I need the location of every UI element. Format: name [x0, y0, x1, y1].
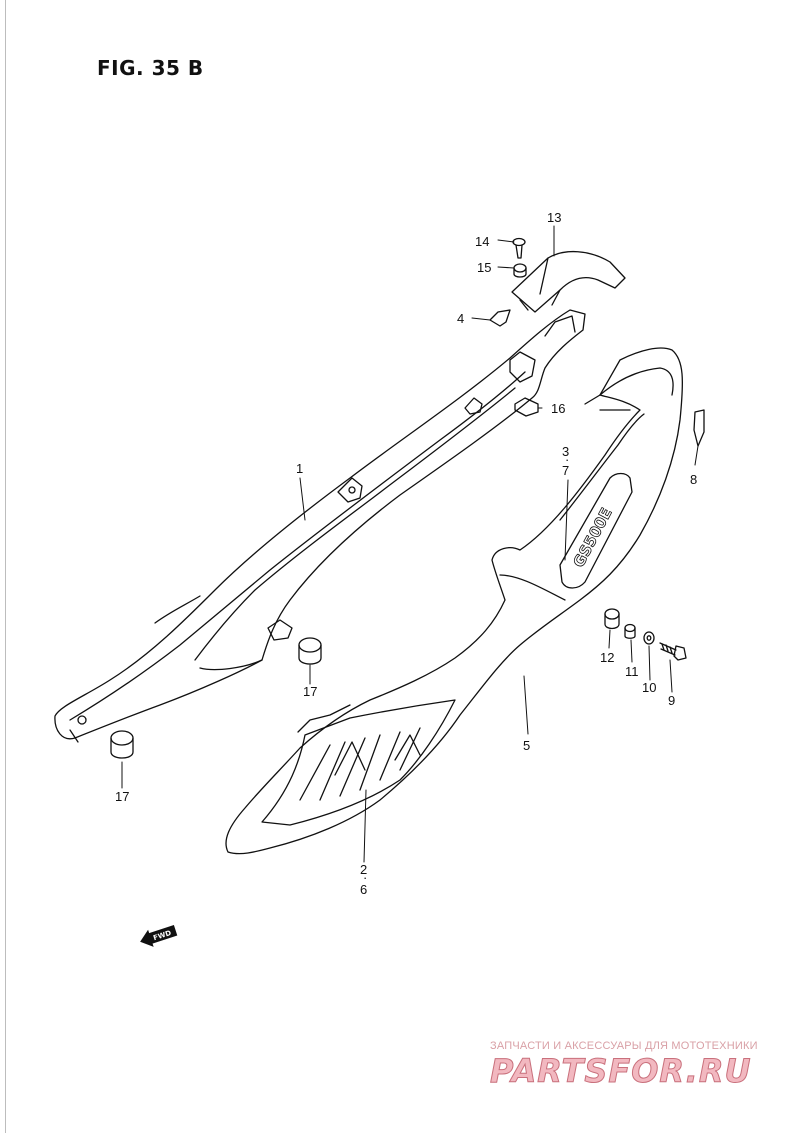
screw-14	[512, 237, 526, 259]
watermark-tagline: ЗАПЧАСТИ И АКСЕССУАРЫ ДЛЯ МОТОТЕХНИКИ	[490, 1040, 758, 1052]
left-frame-cover	[54, 309, 586, 743]
part-label-17-lower: 17	[115, 789, 129, 804]
part-label-5: 5	[523, 738, 530, 753]
part-label-16: 16	[551, 401, 565, 416]
leader-lines	[121, 225, 699, 863]
nut-16	[514, 397, 539, 417]
part-label-6: 6	[360, 882, 367, 897]
part-label-4: 4	[457, 311, 464, 326]
clip-4	[489, 309, 511, 327]
collar-11	[624, 623, 636, 639]
forward-arrow-icon: FWD	[140, 925, 178, 947]
part-label-9: 9	[668, 693, 675, 708]
grommet-15	[513, 263, 527, 278]
watermark-logo: PARTSFOR.RU	[490, 1052, 752, 1091]
grommet-12	[604, 608, 620, 630]
part-label-1: 1	[296, 461, 303, 476]
page-edge-rule	[5, 0, 6, 1133]
stripe-decal	[261, 699, 456, 826]
part-label-11: 11	[625, 664, 639, 679]
gs500e-decal: GS500E	[559, 472, 633, 589]
part-label-7: 7	[562, 463, 569, 478]
part-label-17-upper: 17	[303, 684, 317, 699]
part-label-2: 2	[360, 862, 367, 877]
part-label-3-7-dot: ·	[565, 452, 569, 467]
part-label-10: 10	[642, 680, 656, 695]
part-labels: 13 14 15 4 16 1 3 · 7 8 12 11 10 9 5 17 …	[115, 210, 697, 897]
bolt-9	[659, 642, 687, 661]
rear-bracket-13	[511, 250, 626, 313]
part-label-3: 3	[562, 444, 569, 459]
figure-title: FIG. 35 B	[97, 56, 204, 80]
part-label-13: 13	[547, 210, 561, 225]
part-label-8: 8	[690, 472, 697, 487]
part-label-12: 12	[600, 650, 614, 665]
right-side-cover	[225, 347, 684, 855]
part-label-2-6-dot: ·	[363, 870, 367, 885]
grommet-17-lower	[110, 730, 134, 759]
part-label-14: 14	[475, 234, 489, 249]
part-label-15: 15	[477, 260, 491, 275]
tab-8	[693, 409, 705, 447]
grommet-17-upper	[298, 637, 322, 665]
washer-10	[643, 631, 655, 645]
